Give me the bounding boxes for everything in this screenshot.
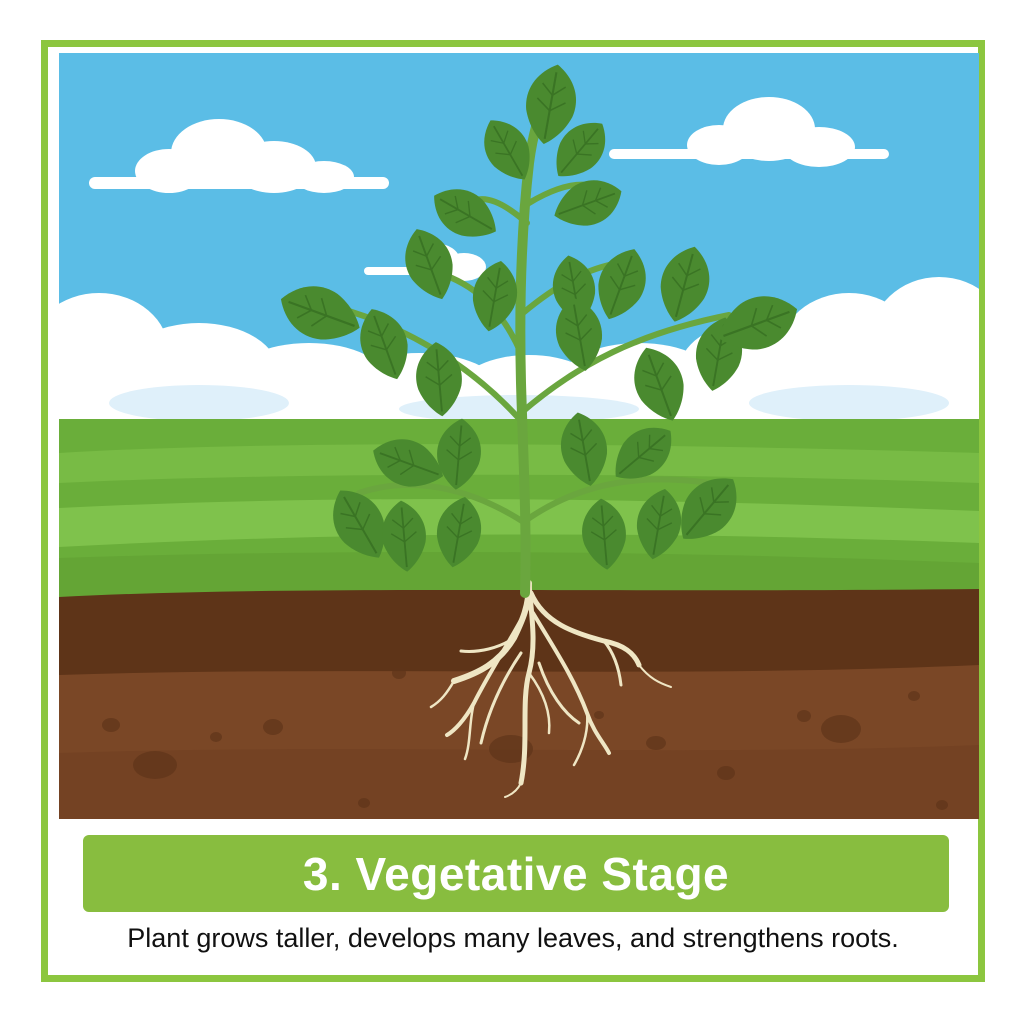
soil-pebbles	[102, 667, 948, 810]
cloud-icon	[89, 119, 389, 193]
stage-description: Plant grows taller, develops many leaves…	[127, 923, 899, 953]
growth-scene-illustration	[59, 53, 979, 819]
stage-card: 3. Vegetative Stage Plant grows taller, …	[41, 40, 985, 982]
tomato-plant-illustration	[271, 59, 807, 598]
stage-title-bar: 3. Vegetative Stage	[83, 835, 949, 912]
stage-title: 3. Vegetative Stage	[302, 847, 730, 900]
root-system-illustration	[429, 580, 672, 798]
topsoil-layer	[59, 589, 979, 683]
cloud-icon	[609, 97, 889, 167]
